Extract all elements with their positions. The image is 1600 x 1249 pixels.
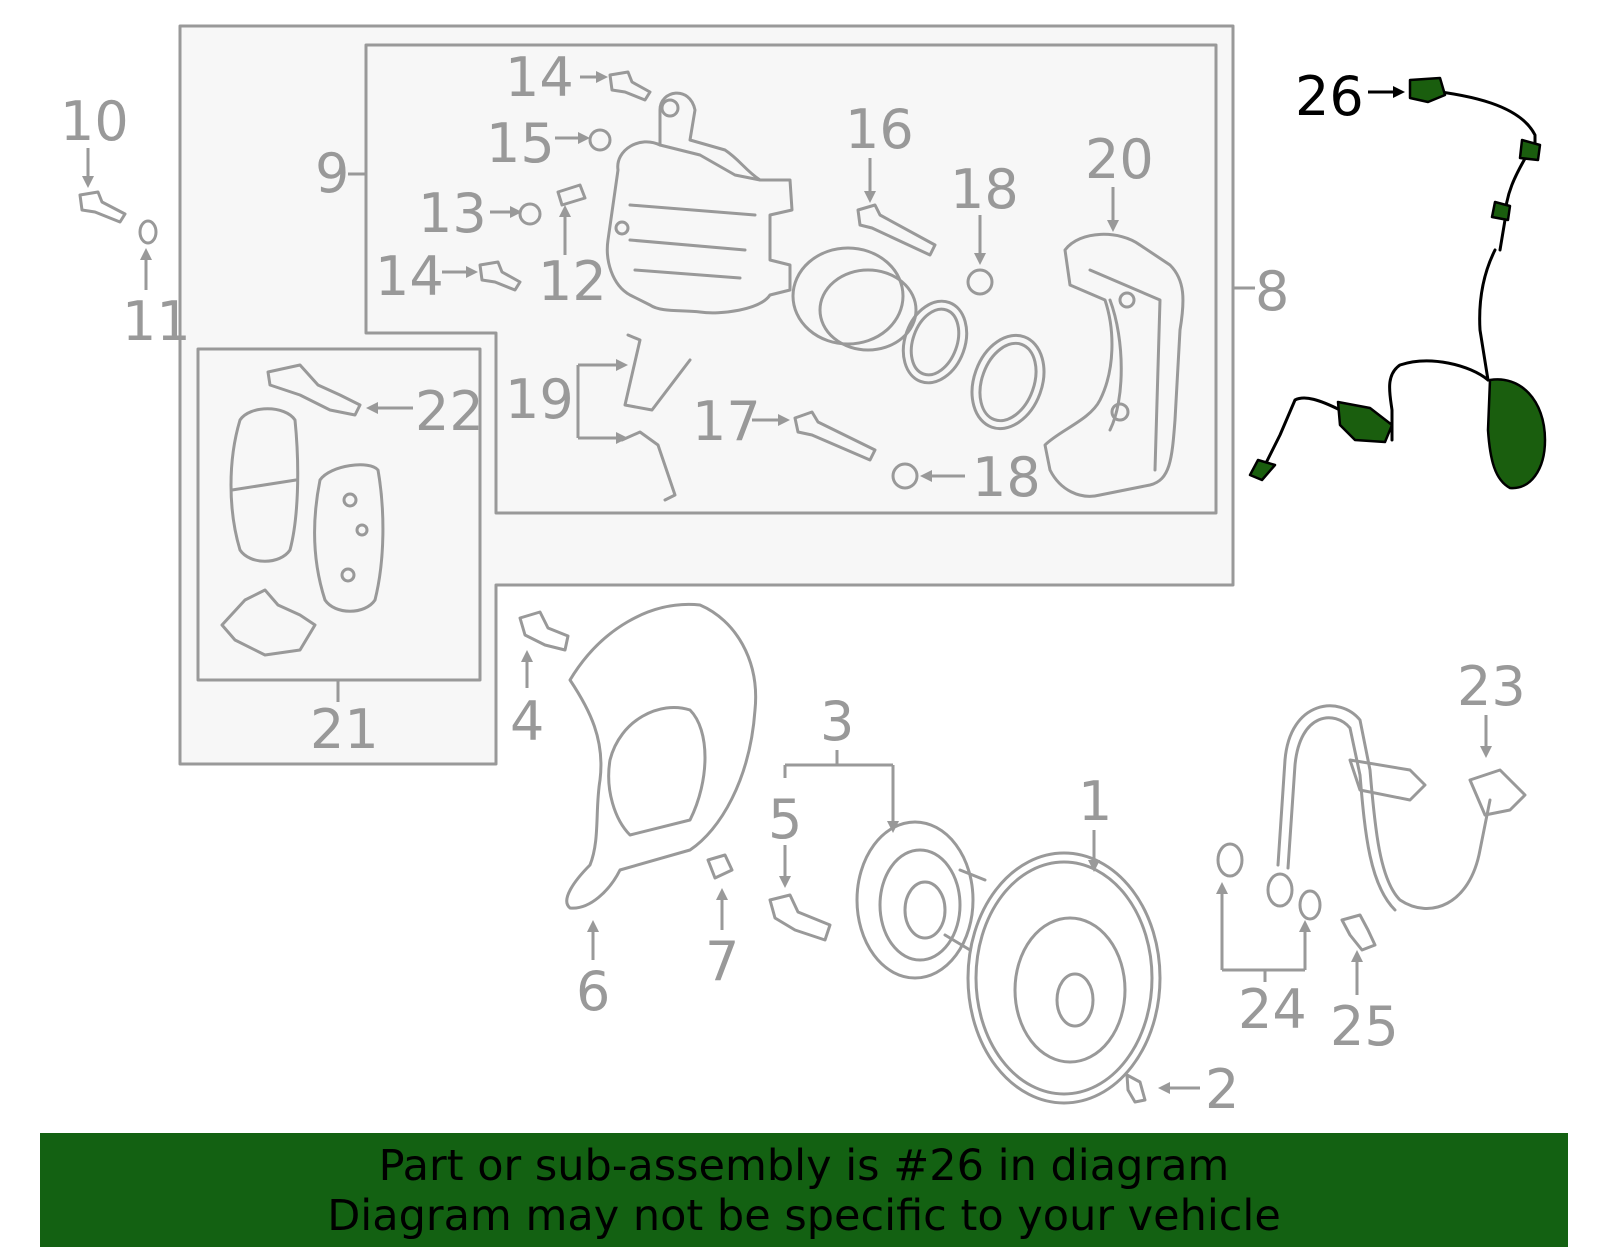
nut-13 [518, 202, 542, 226]
nut-15 [588, 128, 612, 152]
bolt-7 [706, 853, 734, 880]
callout-18-upper: 18 [950, 158, 1019, 221]
callout-22: 22 [415, 380, 484, 443]
spring-clip-upper [623, 333, 692, 412]
callout-2: 2 [1205, 1058, 1239, 1121]
piston-seal-inner [909, 307, 961, 377]
banner-line-2: Diagram may not be specific to your vehi… [327, 1191, 1281, 1241]
callout-12: 12 [538, 250, 607, 313]
bolt-25 [1340, 913, 1377, 952]
callout-18-lower: 18 [972, 446, 1041, 509]
brake-pad-outer [229, 407, 300, 563]
callout-5: 5 [768, 788, 802, 851]
brake-pad-inner [313, 463, 385, 613]
brake-hose [1266, 704, 1527, 912]
callout-4: 4 [510, 690, 544, 753]
callout-24: 24 [1238, 978, 1307, 1041]
callout-6: 6 [576, 960, 610, 1023]
callout-25: 25 [1330, 995, 1399, 1058]
callout-16: 16 [845, 98, 914, 161]
pad-kit-box [196, 347, 482, 682]
spring-clip-lower [620, 430, 677, 502]
abs-sensor-26[interactable] [1248, 76, 1547, 490]
bolt-14-upper [608, 70, 652, 102]
caliper-body [605, 91, 794, 315]
pad-shim-lower [220, 588, 317, 657]
callout-21: 21 [310, 698, 379, 761]
callout-11: 11 [122, 290, 191, 353]
guide-pin-16 [856, 203, 937, 257]
wheel-hub [855, 820, 987, 980]
caliper-bracket [1043, 232, 1185, 498]
washer-11 [138, 219, 158, 245]
callout-10: 10 [60, 90, 129, 153]
screw-2 [1125, 1073, 1147, 1104]
brake-rotor [966, 851, 1162, 1105]
callout-13: 13 [418, 182, 487, 245]
washer-24-right [1298, 889, 1322, 921]
guide-pin-17 [793, 410, 877, 462]
banner-line-1: Part or sub-assembly is #26 in diagram [378, 1141, 1230, 1191]
wheel-stud-5 [768, 893, 832, 942]
callout-3: 3 [820, 690, 854, 753]
callout-7: 7 [705, 930, 739, 993]
leader-lines [82, 71, 1492, 1094]
dust-shield [565, 602, 758, 910]
callout-14-lower: 14 [375, 245, 444, 308]
callout-1: 1 [1078, 770, 1112, 833]
callout-17: 17 [692, 390, 761, 453]
bolt-4 [518, 610, 570, 652]
callout-23: 23 [1457, 655, 1526, 718]
callout-26[interactable]: 26 [1295, 65, 1364, 128]
pad-shim-upper [266, 363, 362, 417]
piston-seal [901, 299, 969, 385]
callout-15: 15 [486, 112, 555, 175]
callout-14-upper: 14 [505, 46, 574, 109]
callout-8: 8 [1255, 260, 1289, 323]
nut-18-lower [891, 462, 919, 490]
bolt-14-lower [478, 260, 522, 292]
callout-20: 20 [1085, 128, 1154, 191]
part-info-banner: Part or sub-assembly is #26 in diagram D… [40, 1133, 1568, 1247]
bleeder-12 [556, 183, 587, 207]
piston [791, 246, 918, 352]
dust-boot-inner [978, 341, 1038, 423]
washer-24-left [1216, 842, 1244, 878]
bolt-10 [78, 190, 127, 224]
nut-18-upper [966, 268, 994, 296]
callout-19: 19 [505, 368, 574, 431]
dust-boot [970, 333, 1046, 431]
callout-9: 9 [315, 142, 349, 205]
